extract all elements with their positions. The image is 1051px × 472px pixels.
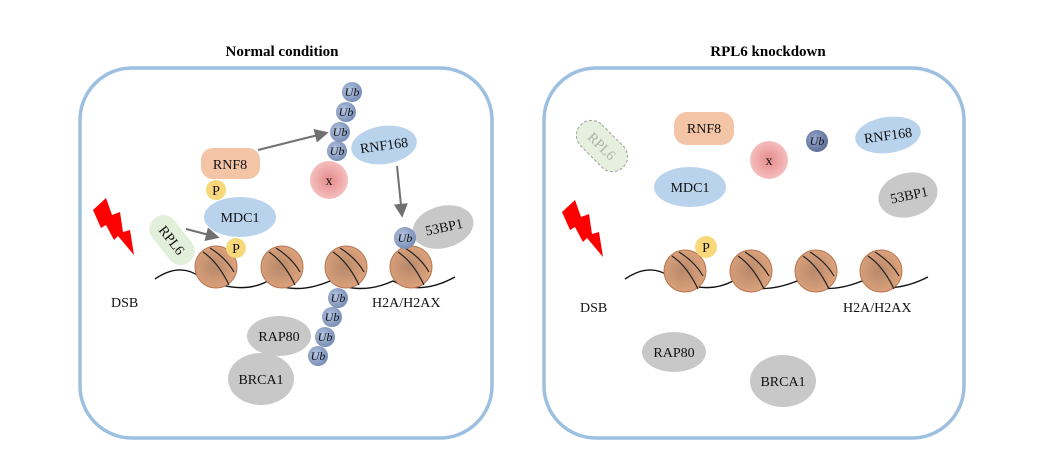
- phosphate-histone: P: [695, 236, 717, 258]
- arrow: [185, 227, 220, 241]
- ubiquitin: Ub: [342, 82, 362, 102]
- svg-text:RNF8: RNF8: [213, 158, 247, 173]
- nucleosome: [859, 249, 903, 293]
- svg-text:Ub: Ub: [311, 349, 326, 363]
- dsb-lightning-icon: [562, 200, 603, 257]
- svg-text:MDC1: MDC1: [221, 211, 260, 226]
- svg-text:RNF168: RNF168: [863, 126, 913, 148]
- nucleosome: [194, 245, 238, 289]
- svg-text:x: x: [326, 174, 333, 189]
- dsb-label: DSB: [111, 296, 138, 311]
- svg-text:Ub: Ub: [325, 310, 340, 324]
- svg-text:P: P: [232, 242, 240, 257]
- ubiquitin: Ub: [328, 288, 348, 308]
- dsb-lightning-icon: [93, 198, 134, 255]
- svg-text:Ub: Ub: [318, 330, 333, 344]
- ubiquitin: Ub: [394, 227, 416, 249]
- svg-text:MDC1: MDC1: [671, 181, 710, 196]
- nucleosome: [794, 249, 838, 293]
- arrow: [257, 128, 329, 151]
- svg-text:Ub: Ub: [331, 291, 346, 305]
- rpl6-protein: RPL6: [149, 214, 195, 266]
- svg-text:BRCA1: BRCA1: [238, 373, 283, 388]
- bp53-protein: 53BP1: [412, 205, 474, 249]
- svg-text:RAP80: RAP80: [258, 330, 299, 345]
- histone-label: H2A/H2AX: [843, 301, 911, 316]
- svg-text:Ub: Ub: [333, 125, 348, 139]
- x-protein: x: [310, 161, 348, 199]
- mdc1-protein: MDC1: [654, 167, 726, 207]
- cell-boundary: [78, 66, 494, 440]
- rap80-protein: RAP80: [642, 332, 706, 372]
- svg-text:RNF168: RNF168: [359, 136, 409, 158]
- rnf168-protein: RNF168: [855, 116, 921, 154]
- panel-title: Normal condition: [226, 44, 340, 60]
- panel-normal-condition: Normal condition DSB H2A/H2AX RPL6: [78, 44, 494, 440]
- svg-text:Ub: Ub: [339, 105, 354, 119]
- svg-text:RNF8: RNF8: [687, 122, 721, 137]
- phosphate-histone: P: [226, 238, 246, 258]
- nucleosome: [663, 249, 707, 293]
- svg-text:Ub: Ub: [810, 134, 825, 148]
- ubiquitin-chain: Ub Ub Ub Ub: [308, 288, 348, 366]
- nucleosome: [324, 245, 368, 289]
- nucleosome: [389, 245, 433, 289]
- brca1-protein: BRCA1: [750, 355, 816, 407]
- x-protein: x: [750, 141, 788, 179]
- panel-rpl6-knockdown: RPL6 knockdown RPL6 RNF8 MDC1 x Ub RNF16…: [542, 44, 966, 440]
- ubiquitin: Ub: [330, 122, 350, 142]
- mdc1-protein: MDC1: [204, 197, 276, 237]
- brca1-protein: BRCA1: [228, 353, 294, 405]
- rnf168-protein: RNF168: [351, 125, 417, 165]
- svg-text:RAP80: RAP80: [653, 346, 694, 361]
- svg-text:Ub: Ub: [345, 85, 360, 99]
- panel-title: RPL6 knockdown: [710, 44, 826, 60]
- ubiquitin-chain: Ub Ub Ub Ub: [327, 82, 362, 161]
- histone-label: H2A/H2AX: [372, 296, 440, 311]
- arrow: [393, 165, 408, 218]
- dsb-label: DSB: [580, 301, 607, 316]
- ubiquitin: Ub: [327, 141, 347, 161]
- rnf8-protein: RNF8: [201, 148, 260, 179]
- phosphate-mdc1: P: [206, 180, 226, 200]
- svg-text:x: x: [766, 154, 773, 169]
- ubiquitin: Ub: [806, 130, 828, 152]
- ubiquitin: Ub: [322, 307, 342, 327]
- svg-text:BRCA1: BRCA1: [760, 375, 805, 390]
- nucleosome: [260, 245, 304, 289]
- rpl6-protein-depleted: RPL6: [575, 119, 629, 173]
- rap80-protein: RAP80: [247, 316, 311, 356]
- svg-text:Ub: Ub: [330, 144, 345, 158]
- cell-boundary: [542, 66, 966, 440]
- bp53-protein: 53BP1: [878, 172, 938, 218]
- ubiquitin: Ub: [336, 102, 356, 122]
- svg-text:Ub: Ub: [398, 231, 413, 245]
- ubiquitin: Ub: [308, 346, 328, 366]
- rnf8-protein: RNF8: [674, 112, 734, 145]
- ubiquitin: Ub: [315, 327, 335, 347]
- nucleosome: [729, 249, 773, 293]
- svg-text:P: P: [702, 241, 710, 256]
- svg-text:P: P: [212, 184, 220, 199]
